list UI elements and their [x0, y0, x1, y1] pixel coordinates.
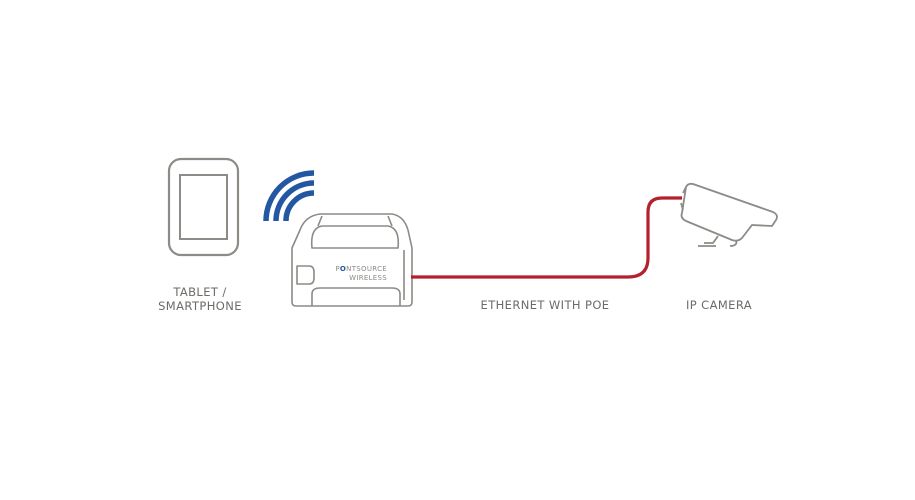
tablet-icon [167, 157, 240, 257]
brand-letter-p: P [335, 265, 340, 273]
ip-camera-icon [680, 182, 778, 247]
wifi-signal-icon [263, 170, 315, 222]
tablet-label-line2: SMARTPHONE [158, 299, 242, 313]
tablet-label: TABLET / SMARTPHONE [135, 285, 265, 313]
router-brand-logo: PONTSOURCE WIRELESS [331, 265, 387, 283]
brand-subtitle: WIRELESS [349, 274, 387, 282]
tablet-label-line1: TABLET / [173, 285, 227, 299]
router-device-icon [291, 213, 413, 307]
brand-name-rest: NTSOURCE [346, 265, 387, 273]
brand-letter-o: O [339, 265, 347, 273]
camera-label: IP CAMERA [685, 298, 753, 312]
ethernet-cable [411, 196, 682, 279]
ethernet-label: ETHERNET WITH POE [480, 298, 610, 312]
